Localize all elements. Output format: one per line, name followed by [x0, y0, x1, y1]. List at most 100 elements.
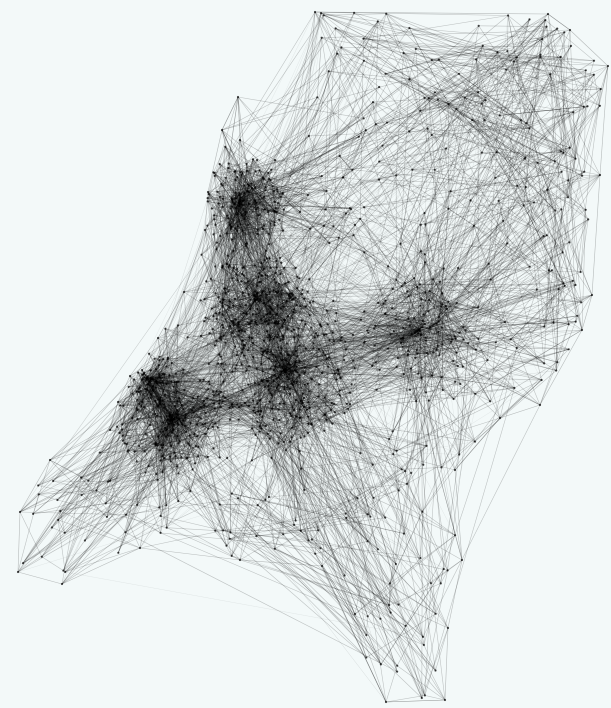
graph-edge	[277, 11, 316, 348]
graph-edge	[286, 376, 308, 384]
graph-edge	[275, 323, 306, 367]
graph-edge	[224, 397, 260, 432]
graph-edge	[326, 366, 329, 420]
graph-edge	[269, 401, 332, 404]
graph-edge	[273, 25, 479, 381]
graph-edge	[257, 229, 262, 412]
graph-edge	[217, 363, 233, 372]
graph-edge	[198, 431, 260, 448]
graph-edge	[330, 404, 351, 411]
graph-edge	[264, 343, 314, 351]
graph-edge	[269, 320, 286, 341]
graph-edge	[229, 365, 237, 420]
graph-edge	[281, 348, 306, 368]
graph-edge	[299, 374, 303, 404]
graph-edge	[229, 370, 247, 420]
graph-edge	[136, 381, 224, 392]
graph-edge	[270, 299, 293, 309]
graph-edge	[293, 337, 313, 380]
graph-edge	[296, 288, 333, 333]
graph-edge	[222, 401, 250, 407]
graph-edge	[287, 354, 297, 400]
graph-edge	[283, 299, 293, 338]
graph-edge	[278, 409, 305, 437]
graph-edge	[280, 340, 297, 372]
graph-edge	[236, 330, 242, 356]
graph-edge	[277, 334, 290, 356]
graph-edge	[259, 411, 335, 432]
graph-edge	[295, 336, 315, 352]
graph-edge	[345, 329, 420, 342]
graph-edge	[285, 368, 335, 405]
graph-edge	[324, 408, 349, 416]
graph-edge	[306, 409, 313, 425]
graph-edge	[248, 371, 297, 385]
graph-edge	[157, 337, 219, 364]
graph-edge	[278, 290, 311, 303]
graph-edge	[280, 378, 313, 434]
graph-edge	[260, 281, 272, 309]
graph-edge	[318, 348, 339, 370]
graph-edge	[259, 414, 272, 459]
graph-edge	[334, 373, 341, 379]
graph-edge	[339, 361, 376, 391]
graph-edge	[290, 378, 312, 390]
edge-layer	[17, 11, 609, 703]
graph-edge	[155, 379, 337, 388]
graph-edge	[232, 305, 298, 373]
graph-edge	[254, 384, 279, 395]
graph-edge	[273, 371, 297, 421]
graph-edge	[264, 386, 291, 395]
graph-edge	[271, 307, 433, 376]
graph-edge	[267, 306, 307, 332]
graph-edge	[280, 300, 287, 341]
graph-edge	[294, 337, 342, 371]
graph-edge	[283, 306, 289, 317]
graph-edge	[244, 380, 269, 404]
graph-edge	[241, 351, 268, 365]
graph-edge	[285, 424, 313, 451]
graph-edge	[263, 306, 307, 342]
graph-edge	[289, 354, 330, 358]
graph-edge	[295, 399, 332, 404]
graph-edge	[318, 396, 332, 411]
graph-edge	[264, 350, 288, 388]
graph-edge	[267, 337, 279, 378]
graph-edge	[340, 341, 346, 379]
graph-edge	[294, 334, 327, 338]
graph-edge	[233, 296, 291, 326]
graph-edge	[219, 337, 309, 541]
graph-edge	[294, 370, 303, 404]
graph-edge	[309, 302, 325, 336]
graph-edge	[253, 410, 291, 414]
graph-edge	[311, 327, 335, 342]
graph-edge	[262, 371, 310, 392]
graph-edge	[334, 403, 349, 410]
graph-edge	[277, 297, 291, 324]
graph-edge	[219, 349, 249, 355]
graph-edge	[332, 332, 342, 338]
graph-edge	[41, 414, 325, 558]
graph-edge	[293, 341, 346, 383]
graph-edge	[273, 380, 279, 444]
graph-edge	[238, 401, 270, 408]
graph-edge	[263, 306, 284, 341]
graph-edge	[254, 313, 268, 323]
graph-edge	[177, 400, 300, 419]
graph-edge	[270, 337, 284, 394]
graph-edge	[297, 372, 326, 415]
graph-edge	[267, 314, 276, 358]
graph-edge	[205, 405, 250, 414]
graph-edge	[223, 365, 237, 382]
graph-edge	[231, 299, 261, 334]
graph-edge	[300, 397, 325, 402]
graph-edge	[259, 415, 292, 427]
graph-edge	[231, 404, 258, 422]
graph-edge	[291, 390, 340, 417]
graph-edge	[229, 419, 281, 434]
graph-edge	[285, 335, 299, 371]
graph-edge	[259, 371, 264, 415]
graph-edge	[254, 351, 268, 395]
graph-edge	[204, 404, 231, 420]
graph-edge	[288, 337, 315, 380]
